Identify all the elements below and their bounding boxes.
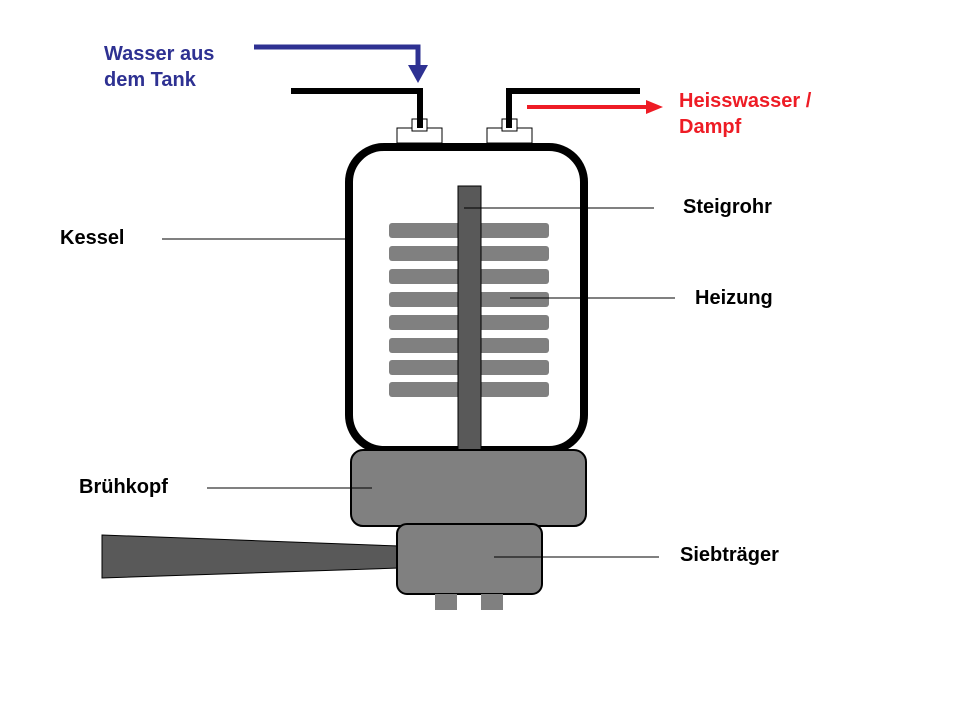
hot-water-label-line1: Heisswasser /: [679, 90, 812, 112]
outlet-fitting: [486, 118, 533, 144]
siebtraeger-label: Siebträger: [680, 544, 779, 566]
inlet-pipe: [291, 88, 423, 128]
outflow-arrow: [527, 100, 663, 114]
spout-right: [481, 594, 503, 610]
bruehkopf-label: Brühkopf: [79, 476, 168, 498]
water-in-label: Wasser aus dem Tank: [104, 41, 214, 93]
steigrohr-label: Steigrohr: [683, 196, 772, 218]
siebtraeger-basket: [396, 523, 543, 595]
spout-left: [435, 594, 457, 610]
hot-water-label-line2: Dampf: [679, 116, 742, 138]
hot-water-label: Heisswasser / Dampf: [679, 88, 811, 140]
bruehkopf-block: [350, 449, 587, 527]
kessel-label: Kessel: [60, 227, 125, 249]
outlet-pipe: [506, 88, 640, 128]
inflow-arrow: [254, 44, 428, 83]
heizung-label: Heizung: [695, 287, 773, 309]
steigrohr-tube: [457, 185, 482, 454]
water-in-label-line2: dem Tank: [104, 69, 196, 91]
siebtraeger-handle: [101, 534, 400, 579]
water-in-label-line1: Wasser aus: [104, 43, 215, 65]
